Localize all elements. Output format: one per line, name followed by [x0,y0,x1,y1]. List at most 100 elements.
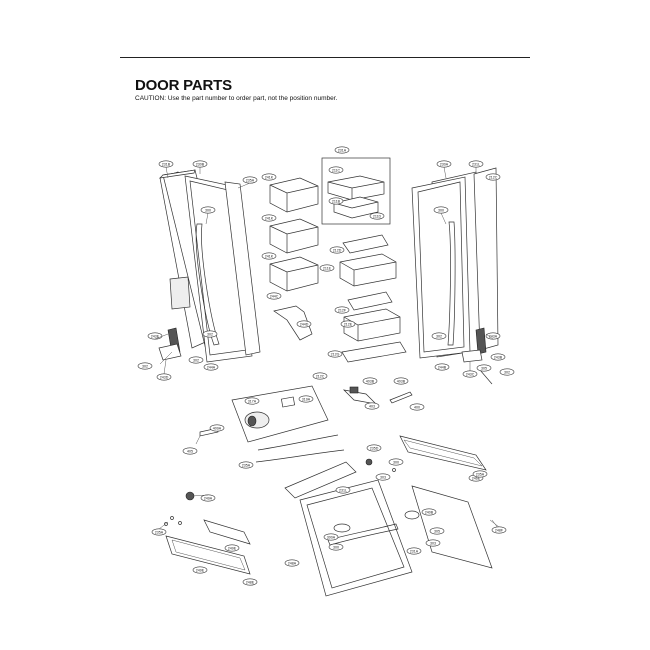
leader-lines [154,166,500,530]
ice-maker-detail-box [231,385,329,443]
svg-text:302: 302 [193,358,199,362]
svg-text:235D: 235D [370,446,379,450]
svg-text:244C: 244C [270,294,279,298]
callout-211E: 211E [319,264,335,272]
svg-text:317A: 317A [248,399,257,403]
svg-text:212G: 212G [331,352,340,356]
callout-249E-b: 249E [224,544,240,552]
callout-243D: 243D [156,373,172,381]
callout-302-d: 302 [188,356,204,364]
callout-300A: 300A [323,533,339,541]
svg-text:211E: 211E [323,266,332,270]
svg-text:400: 400 [414,405,420,409]
svg-text:243A: 243A [489,334,498,338]
svg-text:409A: 409A [213,426,222,430]
left-door-handle [195,223,220,346]
right-door-handle [447,221,456,346]
callout-244A: 244A [203,363,219,371]
callout-409A: 409A [209,424,225,432]
callout-303-b: 303 [425,539,441,547]
callout-302-b: 302 [431,332,447,340]
svg-text:244D: 244D [300,322,309,326]
svg-text:303: 303 [380,475,386,479]
svg-text:246E: 246E [472,476,481,480]
callout-211C: 211C [328,166,344,174]
callout-248E: 248E [242,578,258,586]
svg-text:230B: 230B [196,162,205,166]
svg-text:248F: 248F [495,528,504,532]
svg-text:212C: 212C [489,175,498,179]
svg-text:230A: 230A [440,162,449,166]
callout-300-mid: 300 [388,458,404,466]
svg-text:302: 302 [436,334,442,338]
callout-403: 403 [364,402,380,410]
right-hinge-lower [461,349,483,363]
callout-244B: 244B [434,363,450,371]
svg-text:231A: 231A [410,549,419,553]
callout-244D: 244D [296,320,312,328]
callout-305-top: 305 [476,364,492,372]
svg-text:305: 305 [481,366,487,370]
callout-241K-b: 241K [261,214,277,222]
svg-text:212E: 212E [344,322,353,326]
svg-text:231L: 231L [472,162,480,166]
callout-235A-left: 235A [151,528,167,536]
callout-230B: 230B [192,160,208,168]
callout-248F: 248F [491,526,507,534]
left-door-bins [269,177,319,341]
svg-text:302: 302 [207,332,213,336]
svg-text:243E: 243E [151,334,160,338]
svg-text:302: 302 [504,370,510,374]
callout-403B-a: 403B [362,377,378,385]
svg-text:235A: 235A [242,463,251,467]
callout-249A: 249A [200,494,216,502]
svg-text:211C: 211C [332,168,341,172]
drawer-top-rail [284,461,357,499]
left-dispenser-window [169,276,191,310]
callout-231A-top: 231A [334,146,350,154]
callout-300-drawer: 300 [328,543,344,551]
svg-text:300A: 300A [327,535,336,539]
svg-text:211B: 211B [332,199,341,203]
callout-235A-mid: 235A [238,461,254,469]
left-door-side-trim [224,181,261,356]
svg-text:248A: 248A [288,561,297,565]
callout-235D: 235D [366,444,382,452]
callout-400: 400 [409,403,425,411]
svg-text:212D: 212D [333,248,342,252]
callout-231A-drawer: 231A [406,547,422,555]
svg-text:241K: 241K [265,216,274,220]
callout-243B: 243B [490,353,506,361]
svg-text:300: 300 [333,545,339,549]
callout-231B: 231B [158,160,174,168]
svg-text:305: 305 [434,529,440,533]
svg-text:405: 405 [187,449,193,453]
svg-text:241K: 241K [265,175,274,179]
callout-231L-mid: 231L [335,486,351,494]
callout-240B: 240B [421,508,437,516]
callout-300-right: 300 [433,206,449,214]
right-hinge-pin [479,369,493,385]
left-hinge-lower [158,343,182,361]
svg-text:231B: 231B [162,162,171,166]
svg-text:235A: 235A [246,178,255,182]
callout-230A: 230A [436,160,452,168]
ice-maker-assembly [195,385,413,445]
freezer-drawer-assembly [164,434,499,597]
callout-212D: 212D [329,246,345,254]
header-rule [120,57,530,58]
callout-235A-top: 235A [242,176,258,184]
svg-text:235A: 235A [476,472,485,476]
svg-text:235A: 235A [155,530,164,534]
svg-text:403: 403 [369,404,375,408]
svg-text:249E: 249E [196,568,205,572]
bin-detail-box [321,157,391,225]
callout-302-a: 302 [202,330,218,338]
right-door-assembly [411,167,499,385]
drawer-handle [327,523,399,546]
caution-note: CAUTION: Use the part number to order pa… [135,95,338,102]
callout-302-e: 302 [499,368,515,376]
svg-text:212C: 212C [316,374,325,378]
callout-212C-right: 212C [485,173,501,181]
